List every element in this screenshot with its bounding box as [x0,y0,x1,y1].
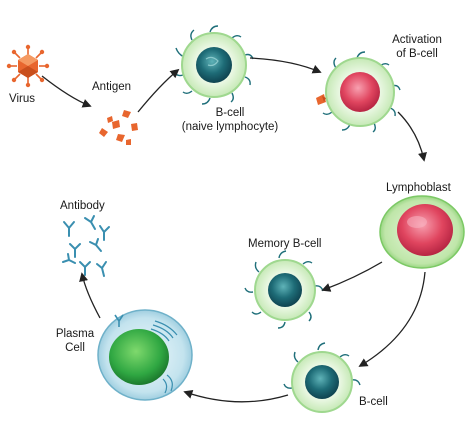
naive-b-cell-label-line2: (naive lymphocyte) [181,121,279,133]
virus-label: Virus [9,93,35,105]
naive-b-cell-label-line1: B-cell [215,107,245,119]
activation-label: Activation of B-cell [378,33,456,61]
naive-b-cell-icon [174,25,254,105]
antibody-icon [62,215,110,277]
b-cell-label: B-cell [359,396,388,408]
activation-label-line1: Activation [392,34,442,46]
activation-label-line2: of B-cell [396,48,438,60]
antigen-label: Antigen [92,81,132,93]
plasma-cell-label: Plasma Cell [49,327,101,355]
arrow-activation-to-lymphoblast [397,111,427,162]
memory-b-cell-icon [244,250,324,329]
arrow-lymphoblast-to-memory [321,261,383,292]
plasma-cell-icon [97,309,193,401]
arrow-bcell-to-plasma [183,390,289,403]
lymphoblast-label: Lymphoblast [386,182,451,194]
arrow-virus-to-antigen [41,75,92,108]
b-cell-icon [283,342,361,413]
plasma-cell-label-line2: Cell [65,342,85,354]
naive-b-cell-label: B-cell (naive lymphocyte) [176,106,284,134]
memory-b-cell-label: Memory B-cell [248,238,322,250]
arrow-plasma-to-antibody [79,272,101,319]
activated-b-cell-icon [316,51,401,133]
arrow-bcell-to-activation [249,57,322,74]
arrow-lymphoblast-to-bcell [358,271,426,367]
antigen-icon [99,110,138,145]
plasma-cell-label-line1: Plasma [55,328,95,340]
lymphoblast-icon [379,195,465,269]
arrow-antigen-to-bcell [137,68,180,113]
virus-icon [6,44,50,88]
antibody-label: Antibody [60,200,105,212]
cycle-arrows [41,57,427,403]
